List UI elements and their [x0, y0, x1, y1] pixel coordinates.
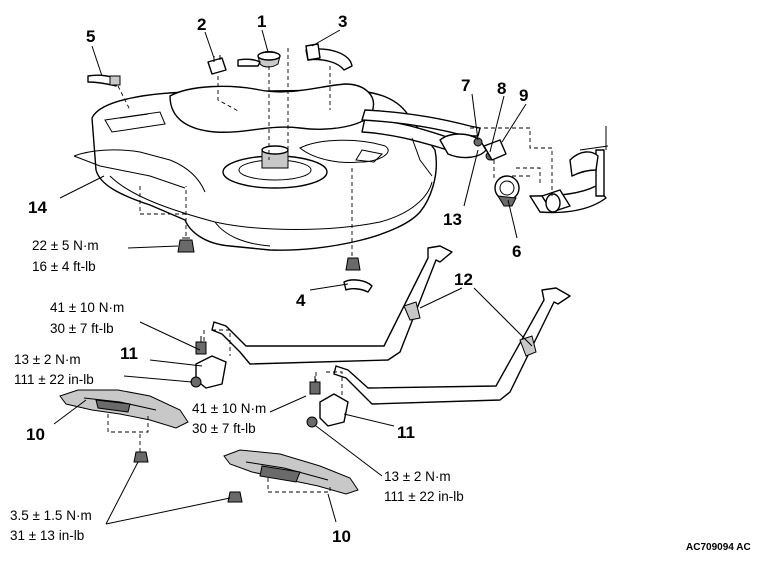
callout-3: 3 [338, 12, 347, 31]
tank-nut-left [177, 237, 195, 253]
callout-9: 9 [519, 86, 528, 105]
callout-13: 13 [443, 210, 462, 229]
torque-band-nut-right-nm: 13 ± 2 N·m [384, 469, 451, 484]
torque-band-bolt-right-nm: 41 ± 10 N·m [192, 401, 266, 416]
figure-code: AC709094 AC [686, 542, 751, 553]
connector-5 [87, 74, 121, 87]
tank-band-right [333, 287, 571, 405]
callout-11-left: 11 [120, 344, 138, 363]
protector-left [59, 389, 189, 429]
callout-14: 14 [28, 198, 47, 217]
torque-protector-nm: 3.5 ± 1.5 N·m [10, 508, 92, 523]
fuel-pump-cap [237, 51, 281, 68]
callout-1: 1 [257, 12, 266, 31]
hose-3 [305, 43, 353, 71]
torque-band-bolt-right-ft: 30 ± 7 ft-lb [192, 421, 256, 436]
protector-right [223, 449, 359, 495]
torque-band-nut-right-in: 111 ± 22 in-lb [384, 489, 464, 504]
callout-11-right: 11 [397, 423, 415, 442]
band-bracket-left [190, 336, 227, 389]
callout-8: 8 [497, 79, 506, 98]
tank-band-left [211, 245, 453, 365]
callout-12: 12 [454, 270, 473, 289]
torque-band-nut-left-nm: 13 ± 2 N·m [14, 352, 81, 367]
fuel-tank [73, 83, 481, 251]
callout-6: 6 [512, 242, 521, 261]
torque-band-bolt-left-ft: 30 ± 7 ft-lb [50, 321, 114, 336]
torque-band-nut-left-in: 111 ± 22 in-lb [14, 372, 94, 387]
filler-assembly [439, 126, 609, 214]
tank-nut-right [345, 257, 361, 271]
callout-10-right: 10 [332, 527, 351, 546]
callout-2: 2 [197, 15, 206, 34]
torque-band-bolt-left-nm: 41 ± 10 N·m [50, 300, 124, 315]
connector-2 [207, 55, 227, 75]
torque-tank-ft: 16 ± 4 ft-lb [32, 259, 96, 274]
torque-protector-in: 31 ± 13 in-lb [10, 528, 84, 543]
leader-lines [53, 29, 533, 525]
band-bracket-right [306, 376, 349, 428]
callout-10-left: 10 [26, 425, 45, 444]
callout-7: 7 [461, 76, 470, 95]
torque-tank-nm: 22 ± 5 N·m [32, 238, 99, 253]
callout-5: 5 [86, 27, 95, 46]
callout-4: 4 [296, 291, 306, 310]
bracket-4 [343, 279, 373, 293]
